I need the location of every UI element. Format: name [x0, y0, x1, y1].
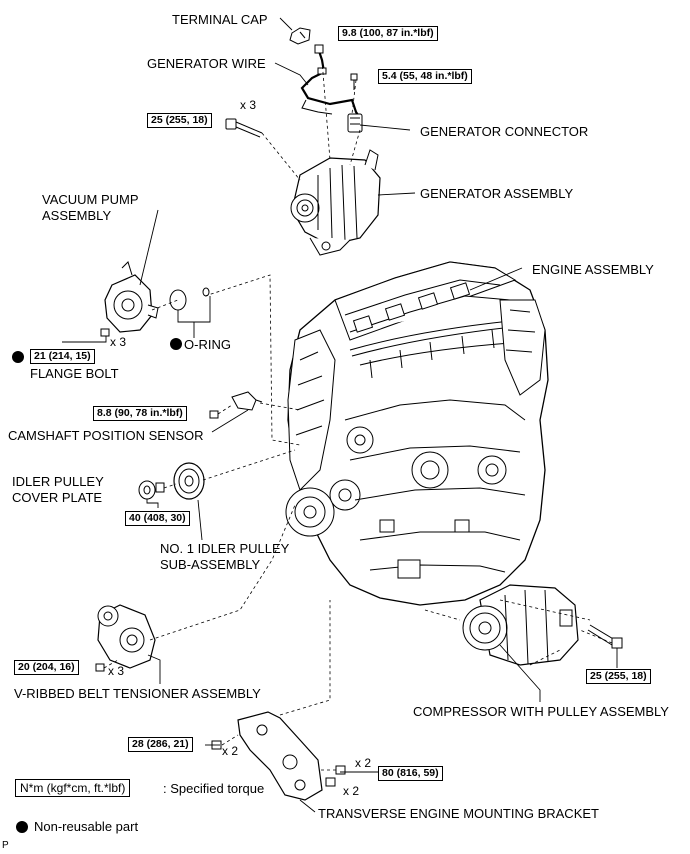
qty-vacuum-pump: x 3: [110, 335, 127, 349]
torque-bracket-right-bolts: 80 (816, 59): [378, 766, 443, 781]
flange-bolt-label: FLANGE BOLT: [30, 366, 119, 381]
torque-terminal-nut: 9.8 (100, 87 in.*lbf): [338, 26, 438, 41]
tensioner-label: V-RIBBED BELT TENSIONER ASSEMBLY: [14, 686, 261, 701]
generator-bolt-drawing: [225, 118, 263, 138]
torque-idler-pulley-bolt: 40 (408, 30): [125, 511, 190, 526]
engine-assembly-label: ENGINE ASSEMBLY: [532, 262, 654, 277]
torque-bracket-left-bolts: 28 (286, 21): [128, 737, 193, 752]
vacuum-pump-drawing: [104, 261, 159, 333]
camshaft-sensor-label: CAMSHAFT POSITION SENSOR: [8, 428, 204, 443]
torque-connector-bolt: 5.4 (55, 48 in.*lbf): [378, 69, 472, 84]
generator-drawing: [290, 149, 381, 256]
legend-torque-unit: N*m (kgf*cm, ft.*lbf): [15, 779, 131, 797]
qty-bracket-left: x 2: [222, 744, 239, 758]
generator-wire-drawing: [300, 44, 361, 119]
generator-assembly-label: GENERATOR ASSEMBLY: [420, 186, 574, 201]
o-ring-label: O-RING: [184, 337, 231, 352]
engine-assembly-drawing: [285, 261, 549, 606]
corner-code: P: [2, 840, 9, 851]
generator-connector-label: GENERATOR CONNECTOR: [420, 124, 589, 139]
tensioner-drawing: [95, 604, 156, 672]
o-ring-large-drawing: [169, 289, 187, 311]
idler-cover-label-line1: IDLER PULLEY: [12, 474, 104, 489]
o-ring-small-drawing: [202, 287, 210, 297]
idler-cover-label-line2: COVER PLATE: [12, 490, 103, 505]
legend-non-reusable-dot: [16, 821, 28, 833]
compressor-label: COMPRESSOR WITH PULLEY ASSEMBLY: [413, 704, 669, 719]
qty-bracket-right-bottom: x 2: [343, 784, 360, 798]
torque-compressor-bolt: 25 (255, 18): [586, 669, 651, 684]
terminal-cap-label: TERMINAL CAP: [172, 12, 268, 27]
qty-generator: x 3: [240, 98, 257, 112]
legend-torque-desc: : Specified torque: [163, 781, 265, 796]
torque-camshaft-sensor-bolt: 8.8 (90, 78 in.*lbf): [93, 406, 187, 421]
assembly-dashed-lines: [103, 59, 613, 771]
compressor-drawing: [462, 584, 623, 666]
idler-pulley-label-line1: NO. 1 IDLER PULLEY: [160, 541, 290, 556]
torque-vacuum-pump-bolts: 21 (214, 15): [30, 349, 95, 364]
non-reusable-dot-flange-bolt: [12, 351, 24, 363]
non-reusable-dot-o-ring: [170, 338, 182, 350]
vacuum-pump-label-line2: ASSEMBLY: [42, 208, 112, 223]
legend-non-reusable-label: Non-reusable part: [34, 819, 139, 834]
mounting-bracket-label: TRANSVERSE ENGINE MOUNTING BRACKET: [318, 806, 599, 821]
torque-tensioner-bolts: 20 (204, 16): [14, 660, 79, 675]
qty-bracket-right-top: x 2: [355, 756, 372, 770]
leader-lines: [62, 17, 618, 813]
idler-pulley-label-line2: SUB-ASSEMBLY: [160, 557, 261, 572]
vacuum-pump-label-line1: VACUUM PUMP: [42, 192, 139, 207]
idler-pulley-drawing: [138, 462, 205, 500]
torque-generator-bolts: 25 (255, 18): [147, 113, 212, 128]
terminal-cap-drawing: [289, 27, 311, 45]
camshaft-sensor-drawing: [209, 391, 263, 419]
mounting-bracket-drawing: [211, 711, 346, 801]
generator-connector-drawing: [347, 73, 363, 133]
generator-wire-label: GENERATOR WIRE: [147, 56, 266, 71]
qty-tensioner: x 3: [108, 664, 125, 678]
